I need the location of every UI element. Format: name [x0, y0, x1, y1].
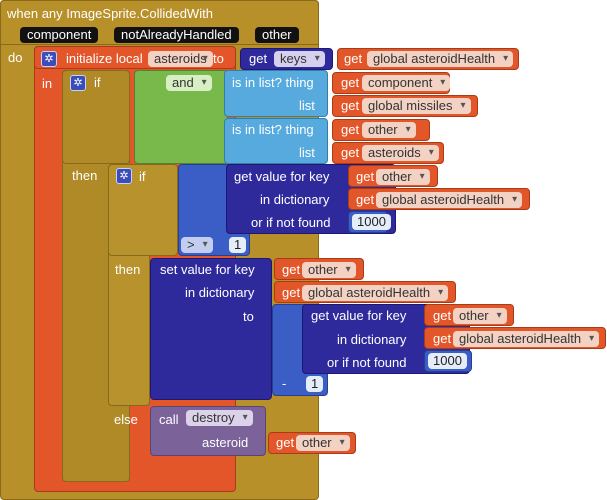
param-other[interactable]: other	[255, 27, 299, 43]
gear-icon[interactable]: ✲	[116, 168, 132, 184]
asteroid-arg-label: asteroid	[202, 435, 249, 450]
var-dropdown[interactable]: other	[376, 169, 430, 185]
else-label: else	[114, 412, 138, 427]
set-value-block[interactable]	[150, 258, 272, 400]
var-dropdown[interactable]: other	[362, 122, 416, 138]
call-label: call	[159, 412, 179, 427]
var-dropdown[interactable]: other	[453, 308, 507, 324]
get-label: get	[341, 145, 360, 160]
get-label: get	[282, 262, 301, 277]
gear-icon[interactable]: ✲	[41, 51, 57, 67]
set-value-label: set value for key	[160, 262, 255, 277]
get-value-label: get value for key	[311, 308, 407, 323]
then-label: then	[115, 262, 141, 277]
param-component[interactable]: component	[20, 27, 99, 43]
not-found-label: or if not found	[327, 355, 407, 370]
var-dropdown[interactable]: other	[302, 262, 356, 278]
get-label: get	[276, 435, 295, 450]
get-label: get	[341, 75, 360, 90]
get-label: get	[344, 51, 363, 66]
var-dropdown[interactable]: global asteroidHealth	[376, 192, 523, 208]
get-label: get	[341, 122, 360, 137]
minus-number[interactable]: 1	[306, 376, 324, 392]
not-found-number[interactable]: 1000	[352, 214, 391, 230]
if-label: if	[139, 169, 146, 184]
then-label: then	[72, 168, 98, 183]
not-found-number[interactable]: 1000	[428, 353, 467, 369]
get-label: get	[341, 98, 360, 113]
get-label: get	[356, 192, 375, 207]
is-in-list-block-2[interactable]	[224, 118, 328, 164]
var-dropdown[interactable]: component	[362, 75, 451, 91]
init-local-label: initialize local	[66, 51, 143, 66]
in-dictionary-label: in dictionary	[337, 332, 407, 347]
get-value-label: get value for key	[234, 169, 330, 184]
var-dropdown[interactable]: global asteroidHealth	[367, 51, 514, 67]
var-dropdown[interactable]: global asteroidHealth	[302, 285, 449, 301]
in-label: in	[42, 76, 53, 91]
compare-number[interactable]: 1	[229, 237, 247, 253]
and-dropdown[interactable]: and	[166, 75, 212, 91]
compare-dropdown[interactable]: >	[181, 237, 213, 253]
var-dropdown[interactable]: global missiles	[362, 98, 471, 114]
get-label: get	[356, 169, 375, 184]
var-dropdown[interactable]: other	[296, 435, 350, 451]
var-dropdown[interactable]: asteroids	[362, 145, 439, 161]
is-in-list-block-1[interactable]	[224, 70, 328, 117]
list-label: list	[299, 145, 315, 160]
call-destroy-block[interactable]	[150, 406, 266, 456]
in-dictionary-label: in dictionary	[185, 285, 255, 300]
event-title: when any ImageSprite.CollidedWith	[7, 6, 213, 21]
list-label: list	[299, 98, 315, 113]
get-keys-get: get	[249, 51, 268, 66]
is-in-list-label: is in list? thing	[232, 75, 314, 90]
gear-icon[interactable]: ✲	[70, 75, 86, 91]
do-label: do	[8, 50, 23, 65]
local-var-name[interactable]: asteroids	[148, 51, 213, 67]
to-label: to	[243, 309, 254, 324]
param-not-already-handled[interactable]: notAlreadyHandled	[114, 27, 239, 43]
not-found-label: or if not found	[251, 215, 331, 230]
if-label: if	[94, 75, 101, 90]
in-dictionary-label: in dictionary	[260, 192, 330, 207]
get-label: get	[433, 308, 452, 323]
get-label: get	[282, 285, 301, 300]
is-in-list-label: is in list? thing	[232, 122, 314, 137]
minus-operator: -	[282, 376, 287, 391]
to-label: to	[213, 51, 224, 66]
get-label: get	[433, 331, 452, 346]
var-dropdown[interactable]: global asteroidHealth	[453, 331, 600, 347]
method-dropdown[interactable]: destroy	[186, 410, 253, 426]
keys-dropdown[interactable]: keys	[274, 51, 325, 67]
